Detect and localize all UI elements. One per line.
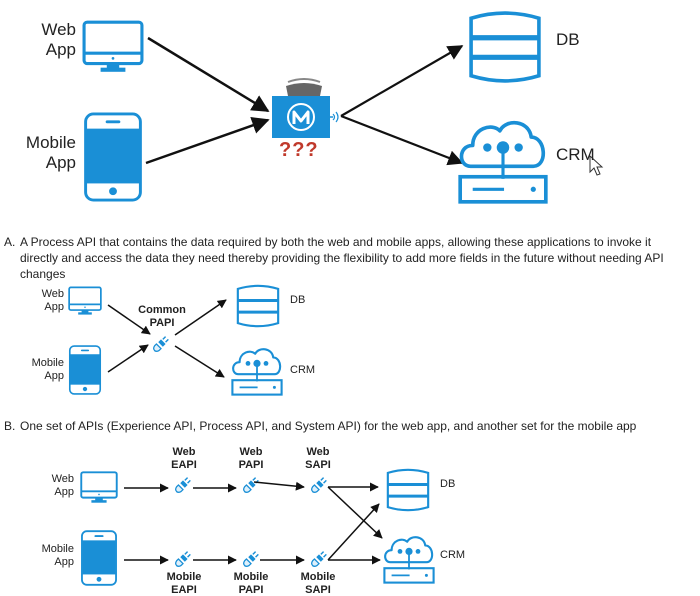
database-icon bbox=[386, 468, 430, 512]
database-icon bbox=[236, 284, 280, 328]
arrow-web-sapi-to-crm bbox=[327, 486, 383, 539]
mobile-app-label: Mobile App bbox=[25, 133, 76, 172]
web-app-label: Web App bbox=[41, 20, 76, 59]
option-a-text: A.A Process API that contains the data r… bbox=[4, 235, 664, 281]
mobile-app-label: Mobile App bbox=[41, 543, 74, 568]
web-app-label: Web App bbox=[51, 473, 74, 498]
option-a-letter: A. bbox=[4, 235, 16, 249]
arrow-mobileapp-to-papi bbox=[107, 344, 149, 373]
phone-icon bbox=[68, 345, 102, 395]
plug-icon bbox=[152, 335, 170, 353]
option-b-letter: B. bbox=[4, 419, 16, 433]
db-label: DB bbox=[440, 478, 456, 490]
web-eapi-label: Web EAPI bbox=[171, 446, 197, 471]
crm-label: CRM bbox=[556, 145, 595, 164]
web-sapi-plug-icon bbox=[310, 476, 328, 494]
common-papi-label: Common PAPI bbox=[138, 304, 186, 329]
web-papi-label: Web PAPI bbox=[238, 446, 264, 471]
web-sapi-label: Web SAPI bbox=[305, 446, 331, 471]
crm-label: CRM bbox=[290, 364, 316, 376]
cloud-crm-icon bbox=[458, 120, 548, 204]
arrow-webapp-to-api bbox=[147, 36, 270, 113]
monitor-icon bbox=[80, 471, 118, 504]
web-app-label: Web App bbox=[41, 288, 64, 313]
mobile-eapi-label: Mobile EAPI bbox=[166, 571, 202, 596]
arrow-api-to-db bbox=[340, 45, 464, 117]
mobile-sapi-plug-icon bbox=[310, 550, 328, 568]
mobile-app-label: Mobile App bbox=[31, 357, 64, 382]
db-label: DB bbox=[290, 294, 306, 306]
phone-icon bbox=[84, 112, 142, 202]
arrow-mobileapp-to-api bbox=[145, 116, 270, 165]
arrow-web-papi-to-sapi bbox=[253, 481, 305, 491]
web-papi-plug-icon bbox=[242, 476, 260, 494]
db-label: DB bbox=[556, 30, 580, 49]
arrow-api-to-crm bbox=[340, 114, 464, 166]
cloud-crm-icon bbox=[231, 348, 283, 396]
arrow-papi-to-db bbox=[174, 299, 227, 336]
mulesoft-logo-icon bbox=[272, 78, 339, 138]
crm-label: CRM bbox=[440, 549, 466, 561]
monitor-icon bbox=[68, 286, 102, 316]
arrow-papi-to-crm bbox=[174, 345, 225, 378]
unknown-api-label: ??? bbox=[279, 139, 319, 161]
mobile-papi-label: Mobile PAPI bbox=[233, 571, 269, 596]
monitor-icon bbox=[82, 20, 144, 74]
cloud-crm-icon bbox=[383, 536, 435, 584]
mobile-sapi-label: Mobile SAPI bbox=[300, 571, 336, 596]
arrow-webapp-to-papi bbox=[107, 304, 151, 335]
option-b-text: B.One set of APIs (Experience API, Proce… bbox=[4, 419, 637, 433]
mobile-papi-plug-icon bbox=[242, 550, 260, 568]
database-icon bbox=[471, 13, 539, 81]
web-eapi-plug-icon bbox=[174, 476, 192, 494]
arrow-mobile-sapi-to-db bbox=[327, 503, 380, 561]
phone-icon bbox=[81, 530, 117, 586]
mobile-eapi-plug-icon bbox=[174, 550, 192, 568]
mouse-cursor-icon bbox=[589, 154, 604, 176]
